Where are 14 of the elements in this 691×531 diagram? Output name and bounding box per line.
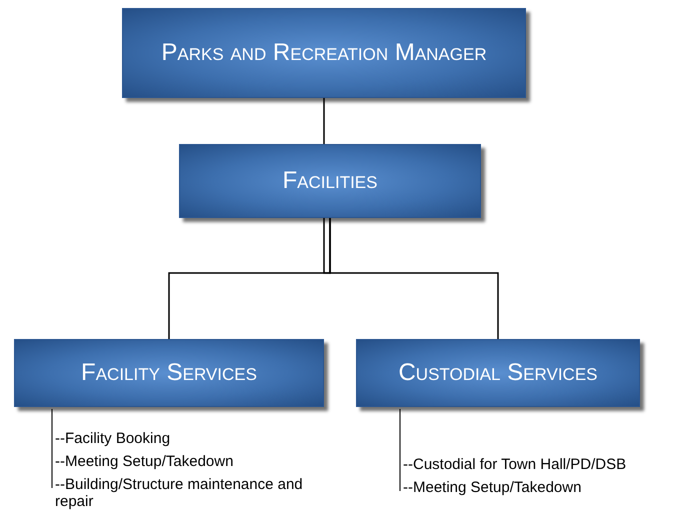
title-box	[356, 339, 640, 407]
title-box	[122, 8, 526, 98]
duty-list-item: --Building/Structure maintenance and repair	[55, 476, 304, 510]
duty-list-item: --Meeting Setup/Takedown	[403, 479, 582, 496]
box-title: Parks and Recreation Manager	[161, 38, 487, 68]
duty-list-item: --Meeting Setup/Takedown	[55, 453, 234, 470]
box-title: Facilities	[282, 166, 378, 196]
title-box	[14, 339, 324, 407]
box-title: Custodial Services	[398, 358, 598, 388]
duty-list-item: --Facility Booking	[55, 430, 170, 447]
title-box	[179, 144, 481, 218]
duty-list-item: --Custodial for Town Hall/PD/DSB	[403, 456, 626, 473]
box-title: Facility Services	[81, 358, 257, 388]
connector-line	[329, 218, 499, 339]
